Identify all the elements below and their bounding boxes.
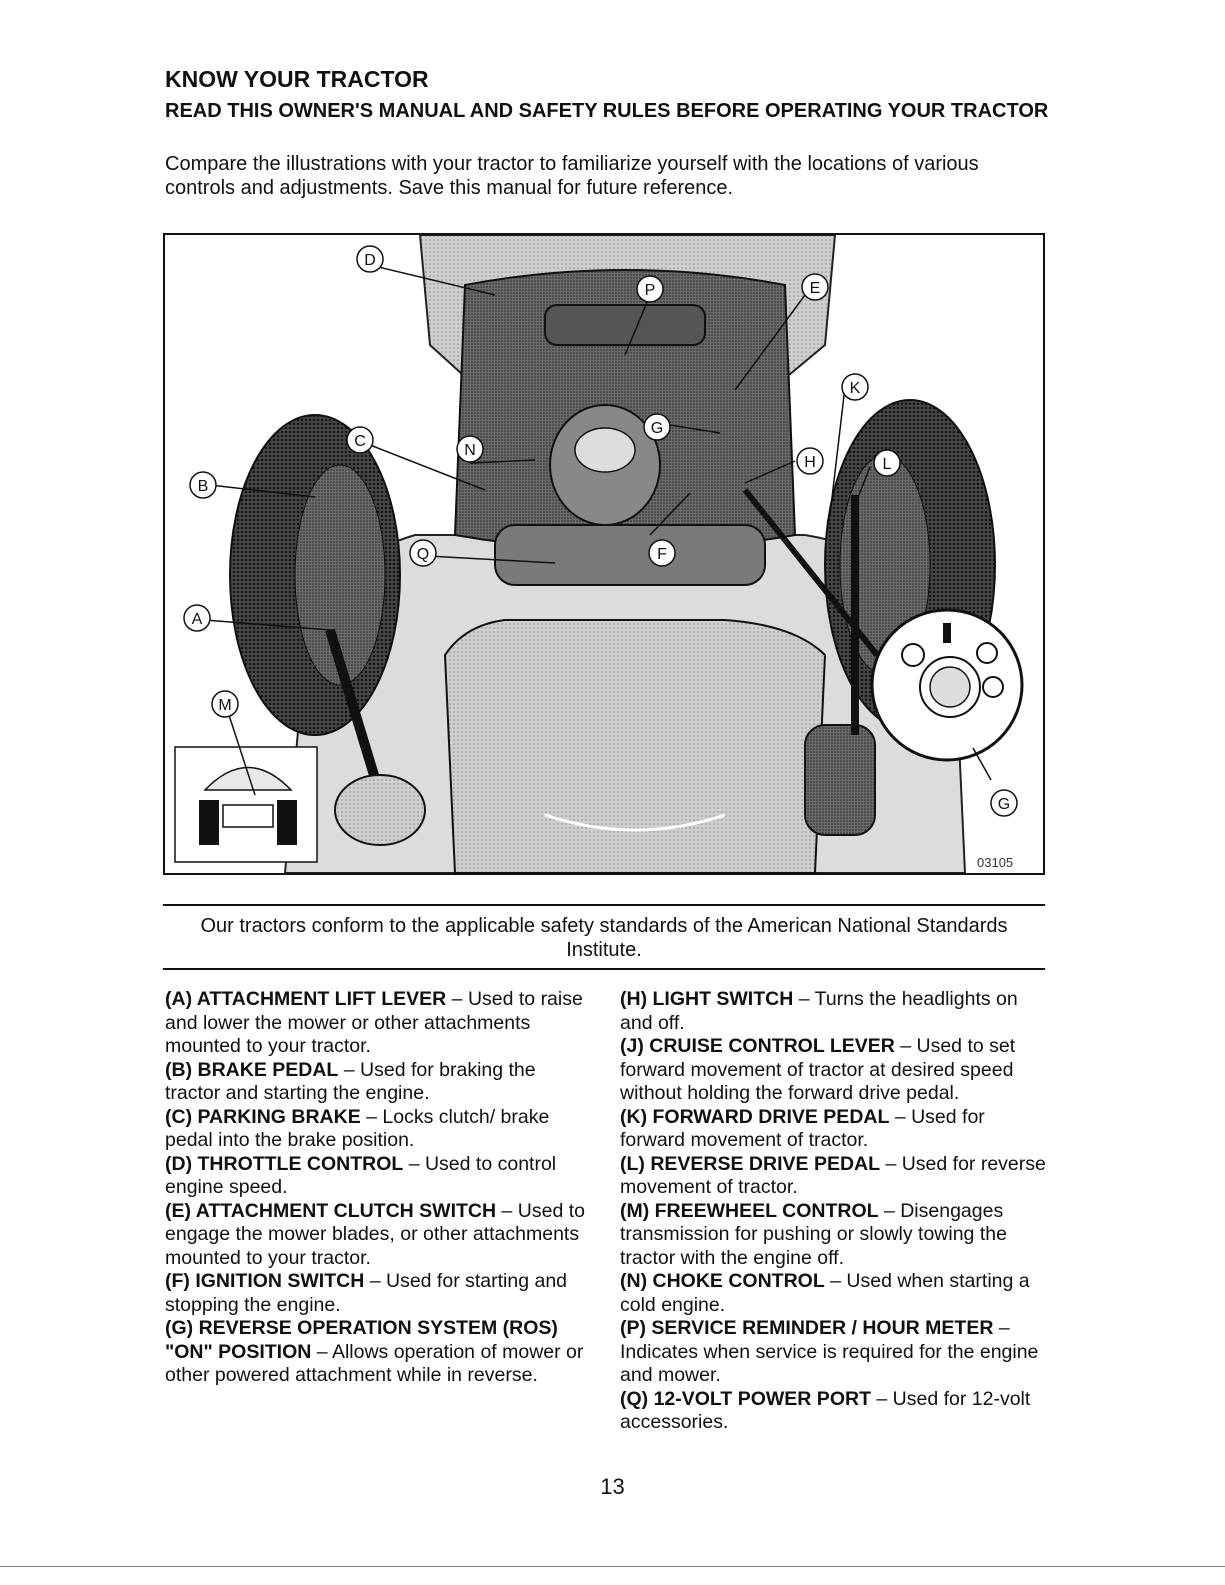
svg-text:H: H (804, 454, 816, 471)
svg-text:C: C (354, 433, 366, 450)
svg-text:F: F (657, 546, 667, 563)
page-number: 13 (600, 1474, 625, 1499)
svg-text:D: D (364, 252, 376, 269)
svg-text:A: A (192, 611, 203, 628)
callout-J: H (796, 447, 824, 475)
callout-markers: D P E K C G N H L B Q F A M G (183, 245, 1018, 817)
intro-paragraph: Compare the illustrations with your trac… (165, 153, 979, 199)
definition-attachment-clutch-switch: (E) ATTACHMENT CLUTCH SWITCH – Used to e… (165, 1199, 585, 1269)
definition-service-reminder: (P) SERVICE REMINDER / HOUR METER – Indi… (620, 1317, 1039, 1386)
callout-M: M (211, 690, 239, 718)
callout-P: P (636, 275, 664, 303)
definition-cruise-control-lever: (J) CRUISE CONTROL LEVER – Used to set f… (620, 1035, 1016, 1104)
definition-choke-control: (N) CHOKE CONTROL – Used when starting a… (620, 1270, 1030, 1316)
callout-A: A (183, 604, 211, 632)
svg-text:M: M (218, 697, 231, 714)
callout-Q: Q (409, 539, 437, 567)
callout-B: B (189, 471, 217, 499)
definition-freewheel-control: (M) FREEWHEEL CONTROL – Disengages trans… (620, 1199, 1007, 1269)
svg-text:K: K (850, 380, 861, 397)
definitions-right-column: (H) LIGHT SWITCH – Turns the headlights … (620, 988, 1050, 1435)
definition-brake-pedal: (B) BRAKE PEDAL – Used for braking the t… (165, 1058, 536, 1105)
svg-text:E: E (810, 280, 821, 297)
definition-light-switch: (H) LIGHT SWITCH – Turns the headlights … (620, 988, 1018, 1034)
callout-K: K (841, 373, 869, 401)
svg-text:G: G (651, 420, 663, 437)
definition-forward-drive-pedal: (K) FORWARD DRIVE PEDAL – Used for forwa… (620, 1105, 985, 1152)
callout-C: C (346, 426, 374, 454)
svg-text:Q: Q (417, 546, 429, 563)
svg-text:P: P (645, 282, 656, 299)
definition-throttle-control: (D) THROTTLE CONTROL – Used to control e… (165, 1152, 557, 1199)
page-bottom-edge (0, 1566, 1225, 1567)
svg-text:N: N (464, 442, 476, 459)
tractor-dashboard-illustration: D P E K C G N H L B Q F A M G 03105 (165, 235, 1043, 873)
part-number: 03105 (977, 855, 1013, 870)
definition-reverse-operation-system: (G) REVERSE OPERATION SYSTEM (ROS) "ON" … (165, 1317, 584, 1386)
callout-G: G (990, 789, 1018, 817)
svg-text:L: L (883, 456, 892, 473)
page-title: KNOW YOUR TRACTOR (165, 66, 429, 92)
callout-L: L (873, 449, 901, 477)
callout-F: F (648, 539, 676, 567)
callout-H: G (643, 413, 671, 441)
definition-12-volt-power-port: (Q) 12-VOLT POWER PORT – Used for 12-vol… (620, 1387, 1031, 1434)
page-subtitle: READ THIS OWNER'S MANUAL AND SAFETY RULE… (165, 100, 1049, 122)
definition-attachment-lift-lever: (A) ATTACHMENT LIFT LEVER – Used to rais… (165, 988, 583, 1057)
definitions-left-column: (A) ATTACHMENT LIFT LEVER – Used to rais… (165, 988, 595, 1388)
divider-top (163, 904, 1045, 906)
callout-E: E (801, 273, 829, 301)
divider-bottom (163, 968, 1045, 970)
svg-text:B: B (198, 478, 209, 495)
svg-text:G: G (998, 796, 1010, 813)
tractor-figure: D P E K C G N H L B Q F A M G 03105 (163, 233, 1045, 875)
definition-ignition-switch: (F) IGNITION SWITCH – Used for starting … (165, 1270, 568, 1316)
callout-N: N (456, 435, 484, 463)
definition-parking-brake: (C) PARKING BRAKE – Locks clutch/ brake … (165, 1105, 550, 1152)
callout-D: D (356, 245, 384, 273)
definition-reverse-drive-pedal: (L) REVERSE DRIVE PEDAL – Used for rever… (620, 1152, 1046, 1199)
conformance-note: Our tractors conform to the applicable s… (200, 915, 1008, 961)
